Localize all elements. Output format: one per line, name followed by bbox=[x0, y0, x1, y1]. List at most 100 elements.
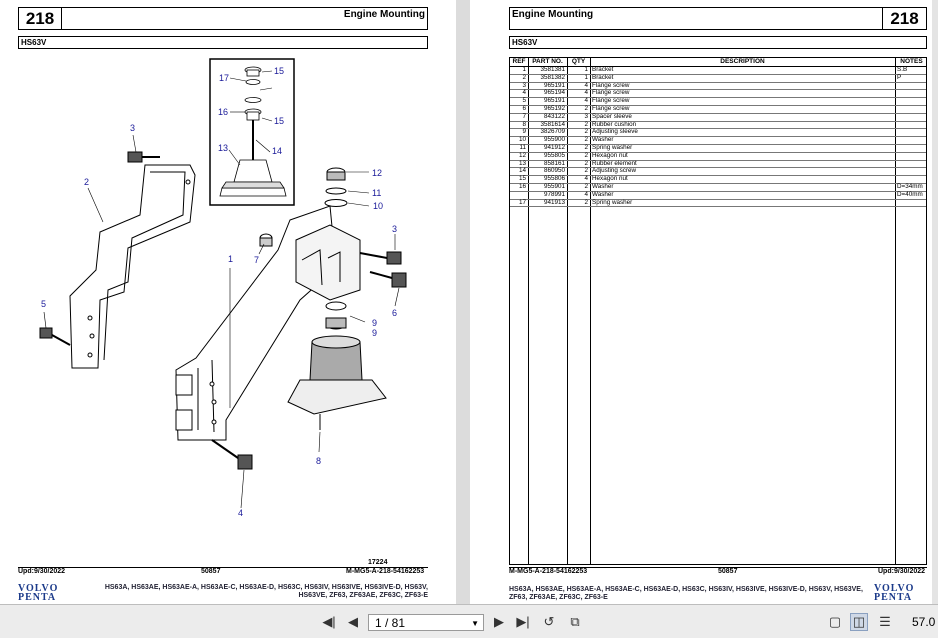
table-cell-desc: Rubber element bbox=[592, 159, 637, 167]
single-page-icon[interactable]: ▢ bbox=[828, 614, 842, 629]
table-cell-part: 843122 bbox=[543, 112, 565, 120]
callout-number: 16 bbox=[218, 107, 228, 117]
next-page-icon[interactable]: ▶ bbox=[494, 614, 504, 629]
table-row: 14 860950 2 Adjusting screw bbox=[510, 167, 926, 177]
footer-ref: M-MG5-A-218-54162253 bbox=[346, 568, 425, 575]
table-cell-part: 860950 bbox=[543, 167, 565, 175]
page-title: Engine Mounting bbox=[62, 7, 428, 30]
table-cell-qty: 2 bbox=[584, 159, 588, 167]
table-cell-part: 978991 bbox=[543, 190, 565, 198]
table-cell-desc: Hexagon nut bbox=[592, 175, 628, 183]
table-cell-desc: Bracket bbox=[592, 73, 614, 81]
table-cell-desc: Washer bbox=[592, 190, 614, 198]
table-cell-notes: S.B bbox=[897, 66, 908, 73]
table-cell-ref: 14 bbox=[518, 167, 526, 175]
footer-code: 50857 bbox=[201, 568, 221, 575]
table-cell-part: 955806 bbox=[543, 175, 565, 183]
callout-number: 4 bbox=[238, 508, 243, 518]
table-cell-desc: Rubber cushion bbox=[592, 120, 637, 128]
table-cell-part: 965194 bbox=[543, 89, 565, 97]
callout-number: 9 bbox=[372, 328, 377, 338]
table-cell-qty: 4 bbox=[584, 175, 588, 183]
footer-upd-right: Upd:9/30/2022 bbox=[878, 568, 926, 575]
callout-number: 12 bbox=[372, 168, 382, 178]
table-cell-ref: 7 bbox=[522, 112, 526, 120]
table-cell-qty: 4 bbox=[584, 97, 588, 105]
table-row: 8 3581614 2 Rubber cushion bbox=[510, 121, 926, 130]
continuous-icon[interactable]: ☰ bbox=[879, 614, 891, 629]
table-cell-part: 965191 bbox=[543, 81, 565, 89]
last-page-icon[interactable]: ▶| bbox=[516, 614, 530, 629]
table-cell-desc: Adjusting screw bbox=[592, 167, 637, 175]
table-cell-part: 965191 bbox=[543, 97, 565, 105]
copy-icon[interactable]: ⧉ bbox=[570, 614, 580, 629]
callout-number: 13 bbox=[218, 143, 228, 153]
table-cell-ref: 6 bbox=[522, 105, 526, 112]
table-cell-part: 3581381 bbox=[540, 66, 565, 73]
table-cell-desc: Washer bbox=[592, 136, 614, 144]
table-cell-notes: P bbox=[897, 73, 902, 81]
table-cell-ref: 3 bbox=[522, 81, 526, 89]
table-cell-qty: 4 bbox=[584, 190, 588, 198]
figure-id: 17224 bbox=[368, 559, 388, 566]
model-header-right: HS63V bbox=[509, 36, 927, 49]
table-cell-part: 3581614 bbox=[540, 120, 565, 128]
table-cell-desc: Adjusting sleeve bbox=[592, 128, 638, 136]
table-cell-ref: 9 bbox=[522, 128, 526, 136]
table-cell-desc: Flange screw bbox=[592, 105, 630, 112]
table-cell-part: 955901 bbox=[543, 183, 565, 190]
zoom-level[interactable]: 57.0 bbox=[912, 615, 936, 629]
scrollbar[interactable] bbox=[932, 0, 938, 604]
two-page-icon[interactable]: ◫ bbox=[850, 613, 868, 631]
page-selector[interactable]: 1 / 81▼ bbox=[368, 614, 484, 631]
first-page-icon[interactable]: ◀| bbox=[322, 614, 336, 629]
prev-page-icon[interactable]: ◀ bbox=[348, 614, 358, 629]
table-cell-part: 941912 bbox=[543, 144, 565, 151]
footer-code-right: 50857 bbox=[718, 568, 738, 575]
table-cell-qty: 2 bbox=[584, 120, 588, 128]
callout-number: 6 bbox=[392, 308, 397, 318]
models-list: HS63A, HS63AE, HS63AE-A, HS63AE-C, HS63A… bbox=[104, 584, 428, 599]
table-cell-desc: Washer bbox=[592, 183, 614, 190]
table-cell-desc: Spring washer bbox=[592, 198, 633, 206]
footer-upd: Upd:9/30/2022 bbox=[18, 568, 66, 575]
table-cell-qty: 2 bbox=[584, 128, 588, 136]
models-list-right: HS63A, HS63AE, HS63AE-A, HS63AE-C, HS63A… bbox=[509, 586, 863, 601]
callout-number: 10 bbox=[373, 201, 383, 211]
table-cell-part: 941913 bbox=[543, 198, 565, 206]
table-row: 15 955806 4 Hexagon nut bbox=[510, 175, 926, 184]
model-header: HS63V bbox=[18, 36, 428, 49]
callout-number: 15 bbox=[274, 116, 284, 126]
table-cell-desc: Spacer sleeve bbox=[592, 112, 632, 120]
table-row: 978991 4 Washer D=40mm bbox=[510, 191, 926, 200]
table-cell-desc: Spring washer bbox=[592, 144, 633, 151]
table-cell-notes: D=40mm bbox=[897, 190, 923, 198]
table-cell-desc: Flange screw bbox=[592, 81, 630, 89]
table-cell-ref: 1 bbox=[522, 66, 526, 73]
table-cell-ref: 4 bbox=[522, 89, 526, 97]
table-cell-ref: 15 bbox=[518, 175, 526, 183]
table-cell-ref: 10 bbox=[518, 136, 526, 144]
table-cell-desc: Flange screw bbox=[592, 89, 630, 97]
table-cell-ref: 8 bbox=[522, 120, 526, 128]
rotate-icon[interactable]: ↺ bbox=[543, 614, 555, 629]
table-cell-ref: 13 bbox=[518, 159, 526, 167]
table-cell-qty: 2 bbox=[584, 183, 588, 190]
left-page: 218 Engine Mounting HS63V bbox=[0, 0, 456, 604]
table-cell-ref: 5 bbox=[522, 97, 526, 105]
table-cell-qty: 2 bbox=[584, 167, 588, 175]
callout-number: 3 bbox=[392, 224, 397, 234]
